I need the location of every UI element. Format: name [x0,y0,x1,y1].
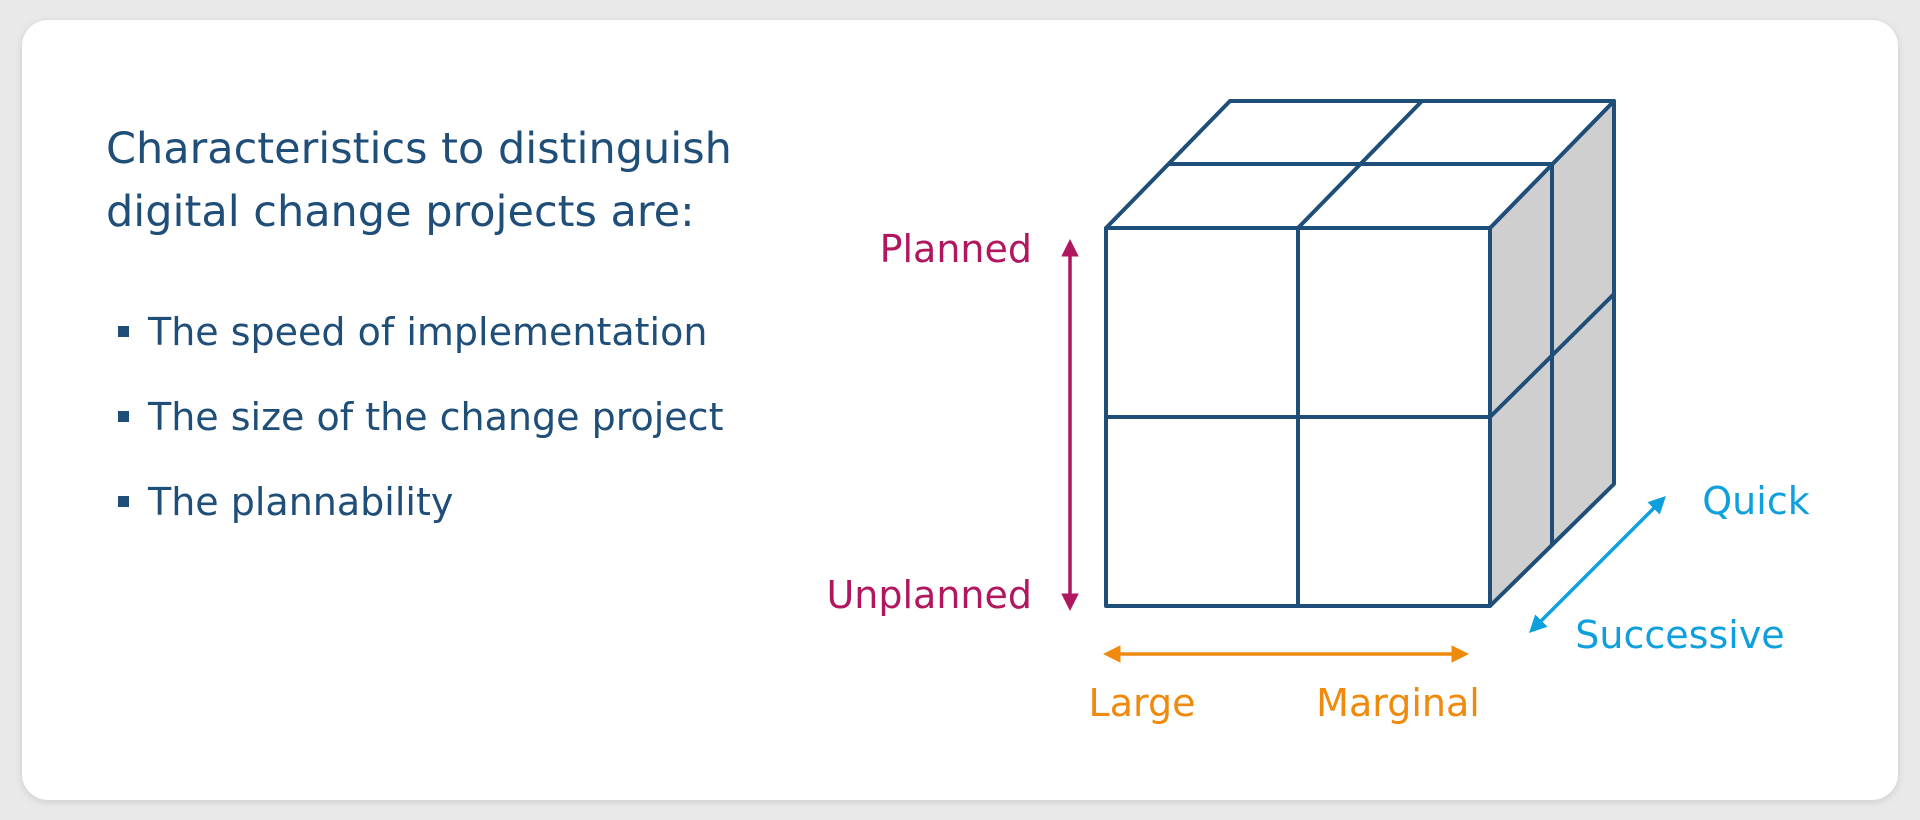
bullet-list: The speed of implementation The size of … [116,300,723,555]
bullet-item: The speed of implementation [116,300,723,385]
heading: Characteristics to distinguish digital c… [106,124,732,237]
bullet-item: The plannability [116,470,723,555]
quick-label: Quick [1702,479,1809,523]
speed-arrow [1529,496,1666,633]
cube [1104,99,1616,608]
bullet-square-icon [118,411,129,422]
large-label: Large [1089,681,1196,725]
bullet-text: The plannability [148,480,454,524]
bullet-text: The speed of implementation [148,310,708,354]
planned-label: Planned [880,227,1032,271]
bullet-text: The size of the change project [148,395,724,439]
marginal-label: Marginal [1316,681,1480,725]
bullet-item: The size of the change project [116,385,723,470]
bullet-square-icon [118,326,129,337]
unplanned-label: Unplanned [826,573,1032,617]
bullet-square-icon [118,496,129,507]
successive-label: Successive [1575,613,1784,657]
